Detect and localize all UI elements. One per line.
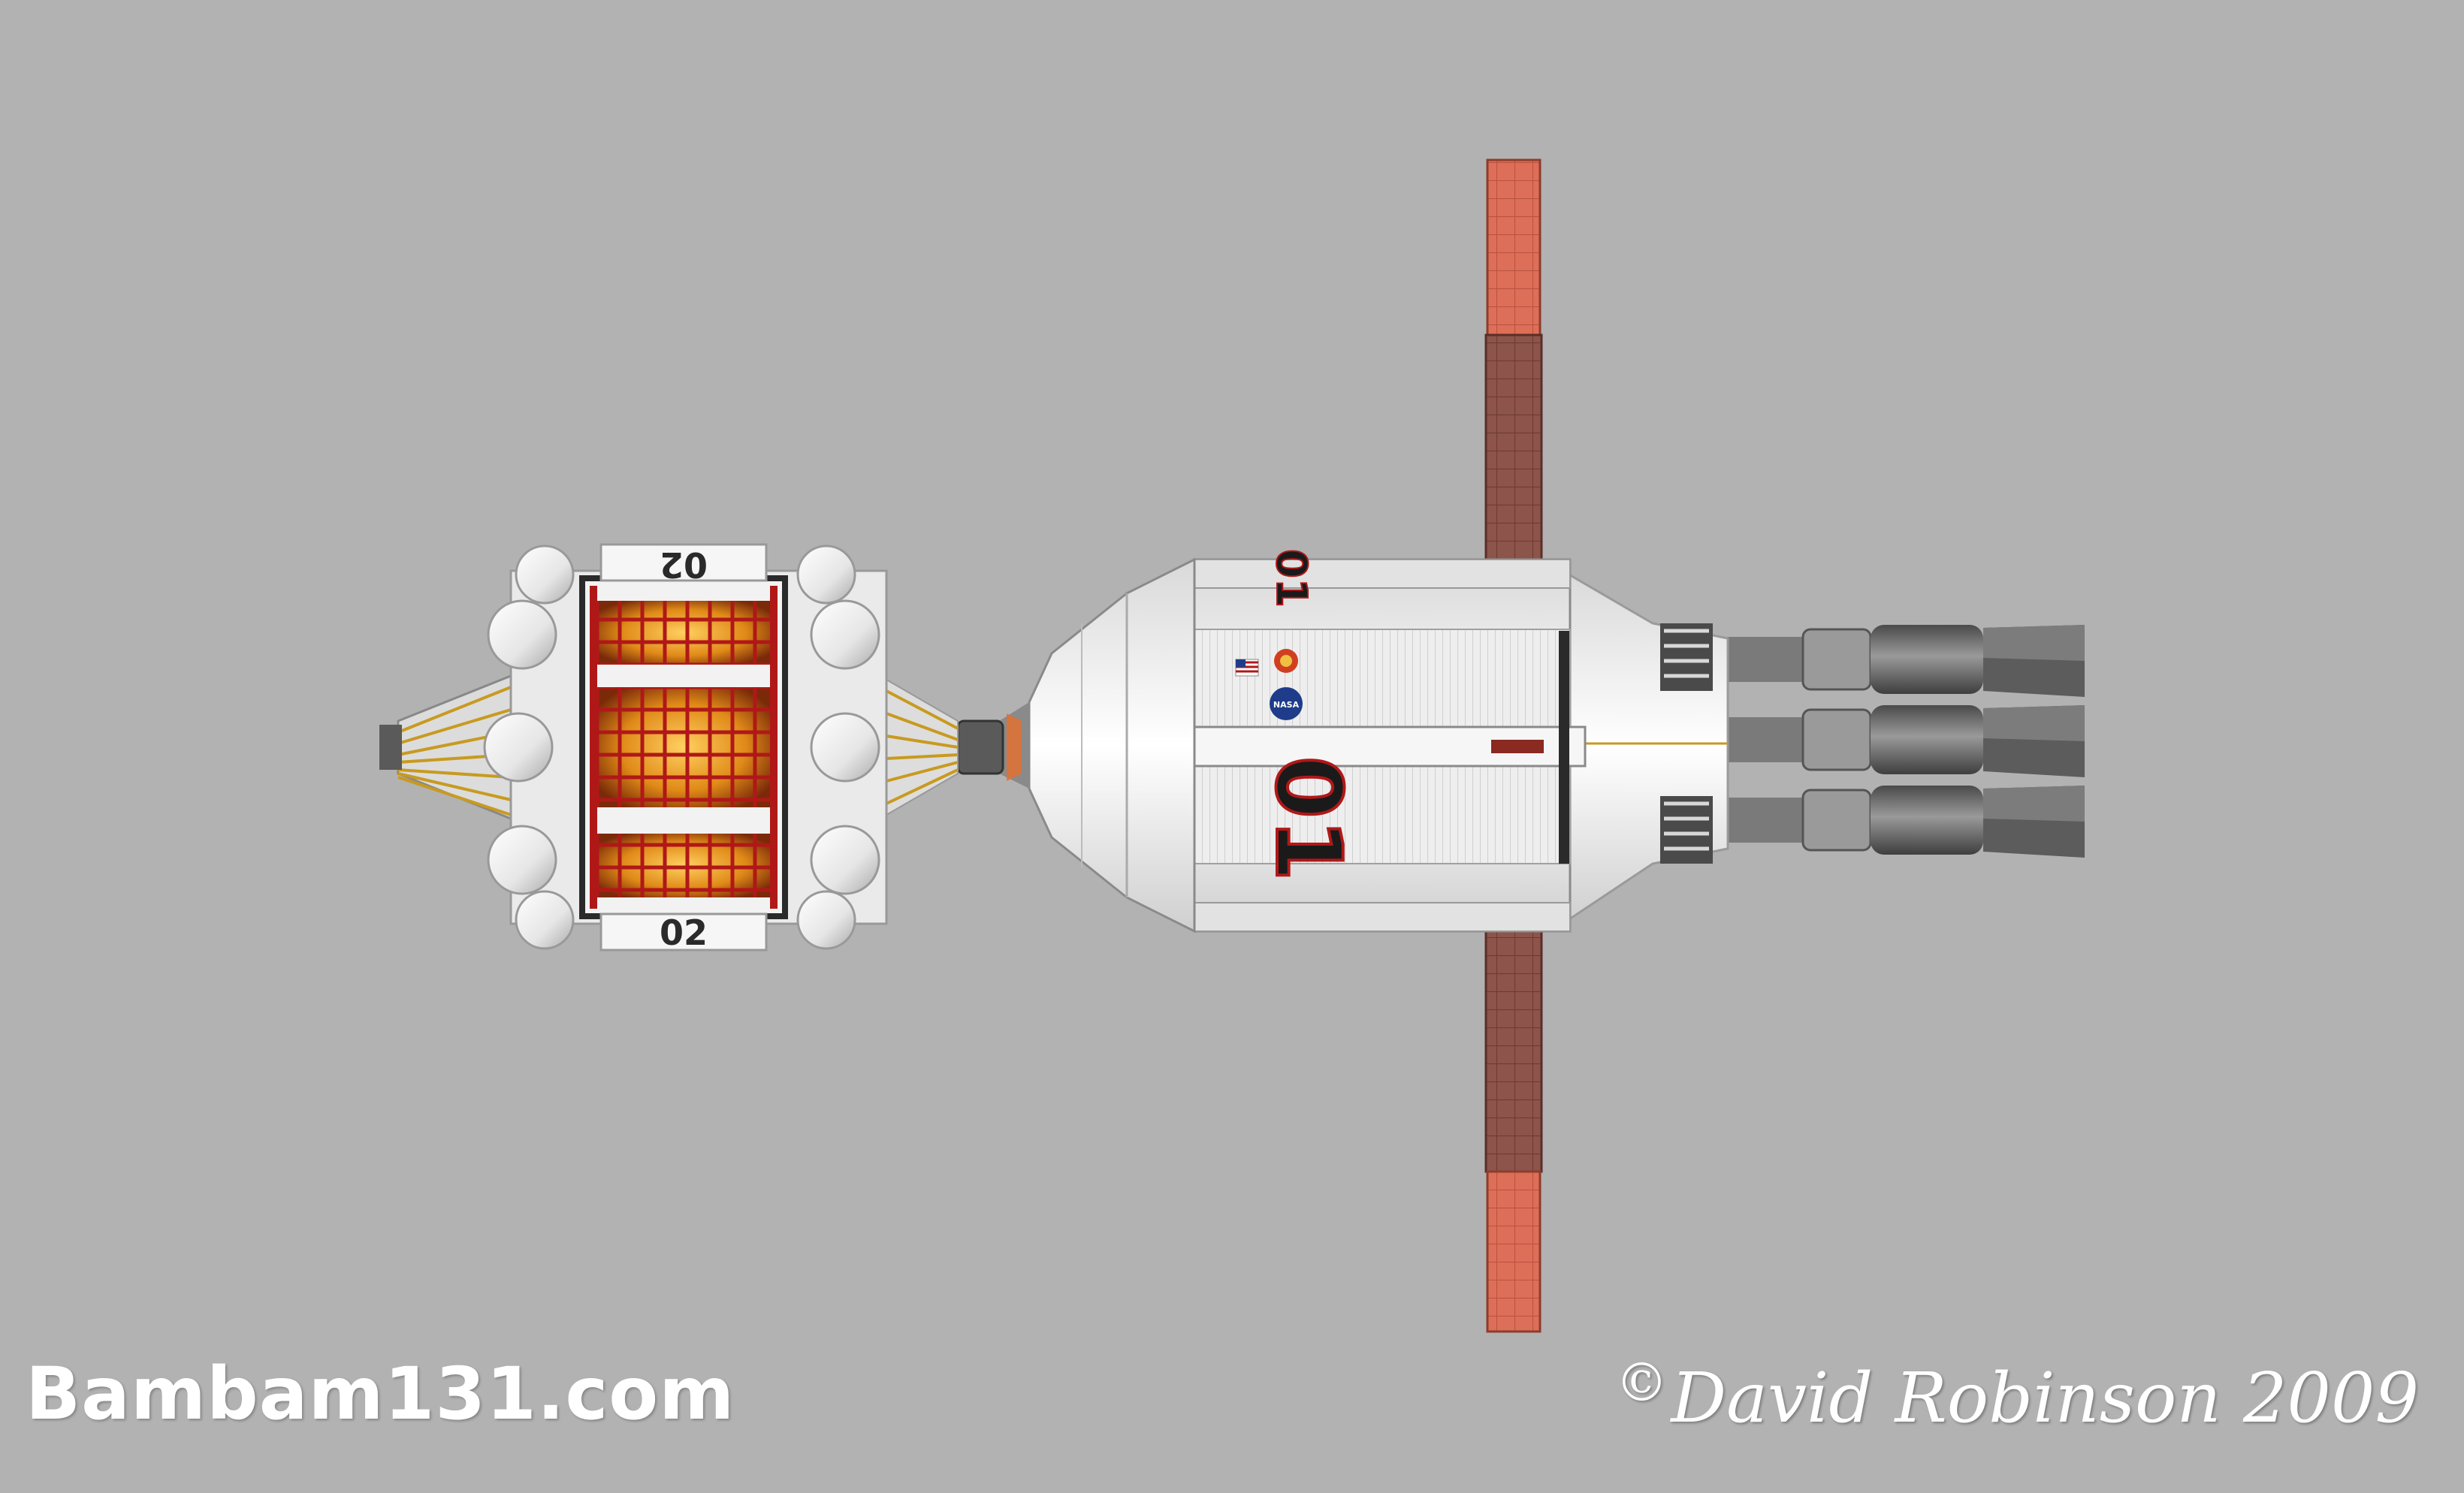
aft-module-number-top: 02 [660, 544, 708, 585]
module-markings: 01 01 02 02 NASA [660, 544, 1361, 953]
engine-bottom [1713, 786, 2085, 858]
solar-array-top [1484, 158, 1543, 602]
main-module-number: 01 [1255, 756, 1360, 882]
propellant-tanks [483, 544, 880, 950]
engine-mount-section [1561, 569, 1729, 926]
docking-truss [886, 678, 959, 816]
main-habitat-module [1193, 558, 1587, 933]
engine-cluster [1713, 625, 2085, 858]
engine-middle [1713, 705, 2085, 777]
agency-badge-icon: NASA [1270, 687, 1303, 720]
solar-array-bottom [1484, 897, 1543, 1333]
site-watermark: Bambam131.com [26, 1352, 735, 1436]
command-nose-cone [956, 557, 1196, 934]
copyright-text: David Robinson 2009 [1671, 1358, 2419, 1438]
copyright-signature: ©David Robinson 2009 [1615, 1352, 2419, 1438]
flag-icon [1235, 659, 1259, 677]
aft-module-number-bottom: 02 [660, 912, 708, 953]
engine-top [1713, 625, 2085, 697]
copyright-symbol: © [1615, 1352, 1668, 1413]
svg-text:NASA: NASA [1273, 700, 1300, 710]
mission-patch-icon [1274, 649, 1298, 673]
main-module-number-top: 01 [1267, 549, 1315, 608]
